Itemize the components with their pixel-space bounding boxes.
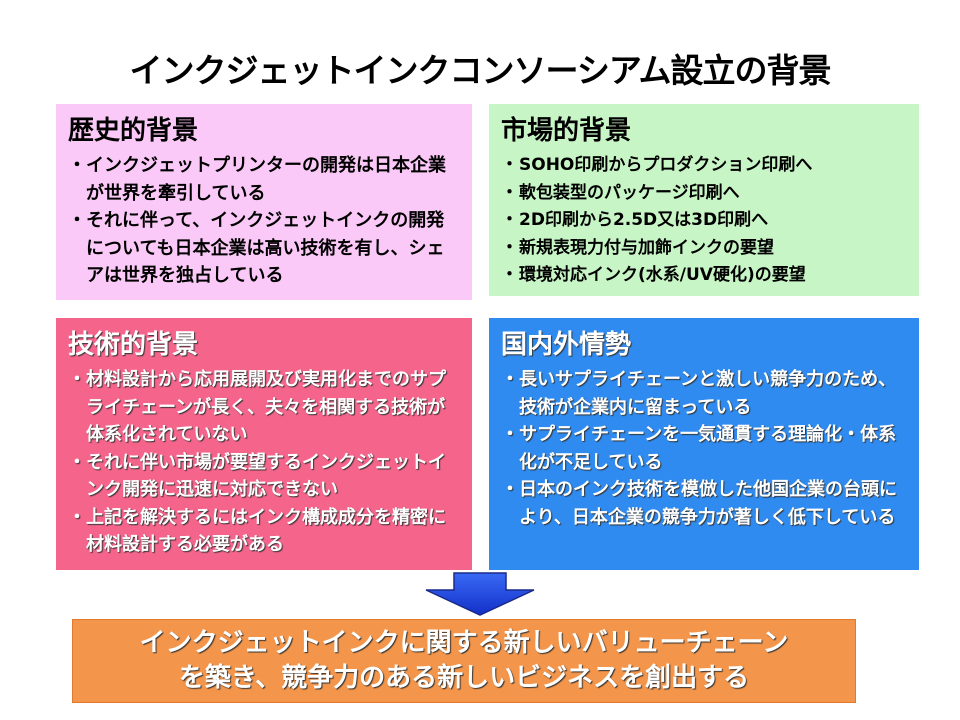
list-item: 上記を解決するにはインク構成成分を精密に材料設計する必要がある xyxy=(68,504,462,559)
conclusion-box: インクジェットインクに関する新しいバリューチェーン を築き、競争力のある新しいビ… xyxy=(72,619,856,703)
list-item: 日本のインク技術を模倣した他国企業の台頭により、日本企業の競争力が著しく低下して… xyxy=(501,476,909,531)
list-item: それに伴って、インクジェットインクの開発についても日本企業は高い技術を有し、シェ… xyxy=(68,207,462,290)
bullet-list: SOHO印刷からプロダクション印刷へ 軟包装型のパッケージ印刷へ 2D印刷から2… xyxy=(501,152,909,290)
list-item: SOHO印刷からプロダクション印刷へ xyxy=(501,152,909,180)
box-heading: 市場的背景 xyxy=(501,116,632,146)
box-heading: 歴史的背景 xyxy=(68,116,199,146)
bullet-list: 材料設計から応用展開及び実用化までのサプライチェーンが長く、夫々を相関する技術が… xyxy=(68,366,462,559)
page-title: インクジェットインクコンソーシアム設立の背景 xyxy=(129,51,831,90)
down-arrow-icon xyxy=(425,572,535,616)
market-background-box: 市場的背景 SOHO印刷からプロダクション印刷へ 軟包装型のパッケージ印刷へ 2… xyxy=(489,104,919,296)
list-item: 軟包装型のパッケージ印刷へ xyxy=(501,180,909,208)
technical-background-box: 技術的背景 材料設計から応用展開及び実用化までのサプライチェーンが長く、夫々を相… xyxy=(56,318,472,570)
box-heading: 国内外情勢 xyxy=(501,330,632,360)
box-heading: 技術的背景 xyxy=(68,330,199,360)
list-item: 新規表現力付与加飾インクの要望 xyxy=(501,235,909,263)
bullet-list: 長いサプライチェーンと激しい競争力のため、技術が企業内に留まっている サプライチ… xyxy=(501,366,909,531)
conclusion-line-2: を築き、競争力のある新しいビジネスを創出する xyxy=(178,663,750,693)
list-item: サプライチェーンを一気通貫する理論化・体系化が不足している xyxy=(501,421,909,476)
list-item: それに伴い市場が要望するインクジェットインク開発に迅速に対応できない xyxy=(68,449,462,504)
list-item: インクジェットプリンターの開発は日本企業が世界を牽引している xyxy=(68,152,462,207)
list-item: 2D印刷から2.5D又は3D印刷へ xyxy=(501,207,909,235)
bullet-list: インクジェットプリンターの開発は日本企業が世界を牽引している それに伴って、イン… xyxy=(68,152,462,290)
list-item: 材料設計から応用展開及び実用化までのサプライチェーンが長く、夫々を相関する技術が… xyxy=(68,366,462,449)
list-item: 環境対応インク(水系/UV硬化)の要望 xyxy=(501,262,909,290)
historical-background-box: 歴史的背景 インクジェットプリンターの開発は日本企業が世界を牽引している それに… xyxy=(56,104,472,300)
conclusion-line-1: インクジェットインクに関する新しいバリューチェーン xyxy=(139,628,789,658)
domestic-international-situation-box: 国内外情勢 長いサプライチェーンと激しい競争力のため、技術が企業内に留まっている… xyxy=(489,318,919,570)
list-item: 長いサプライチェーンと激しい競争力のため、技術が企業内に留まっている xyxy=(501,366,909,421)
